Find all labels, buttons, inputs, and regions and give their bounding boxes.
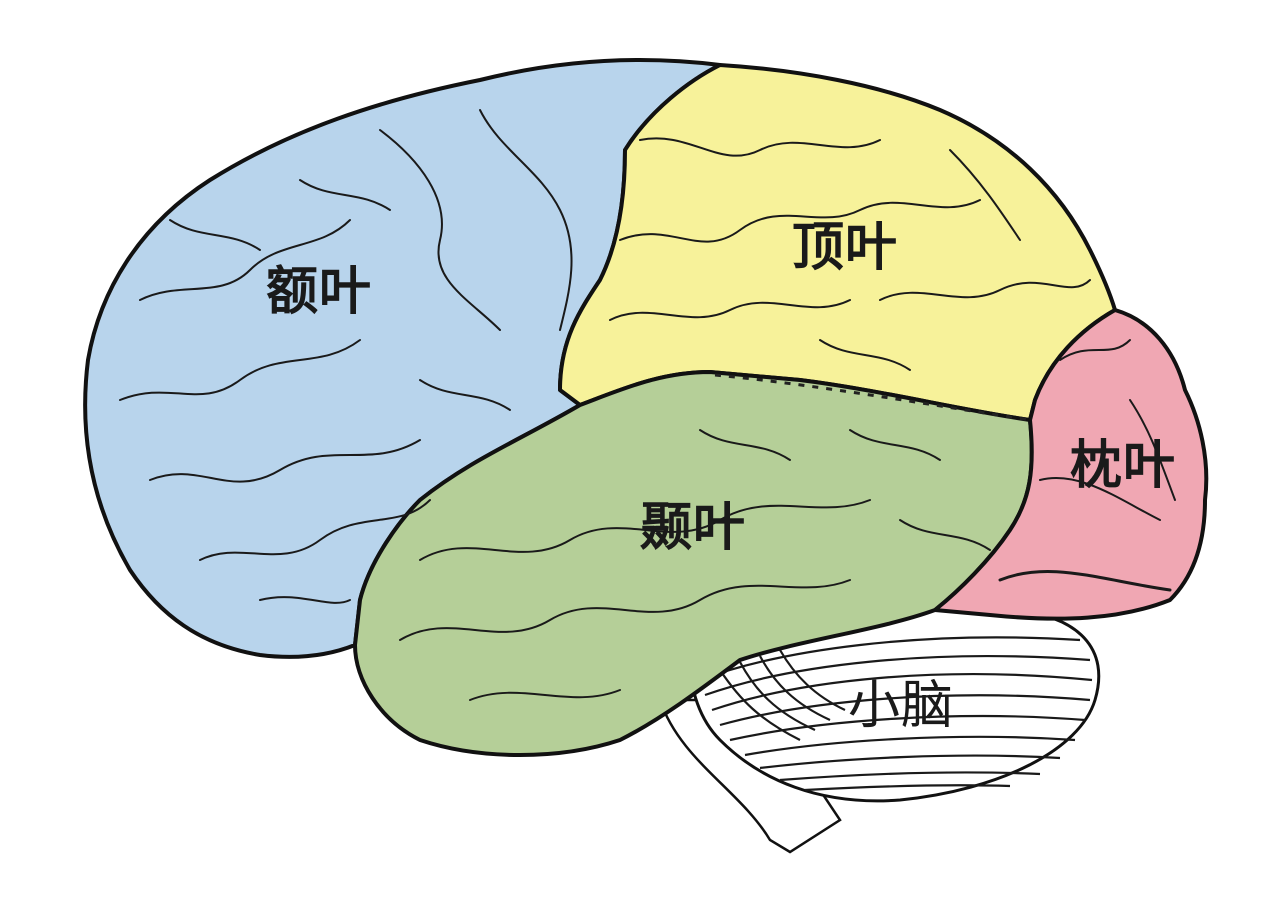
frontal-gyri (119, 109, 573, 604)
occipital-lobe (933, 308, 1209, 621)
occipital-lobe-label: 枕叶 (1070, 436, 1177, 496)
cerebellum-region (688, 606, 1101, 803)
temporal-gyri (399, 429, 991, 701)
occipital-gyri (998, 339, 1176, 592)
frontal-lobe-label: 额叶 (266, 262, 373, 322)
cerebellum-label: 小脑 (848, 676, 955, 736)
parietal-gyri (609, 137, 1091, 371)
parietal-lobe-label: 顶叶 (792, 218, 899, 278)
temporal-lobe (353, 370, 1034, 757)
temporal-lobe-label: 颞叶 (640, 498, 747, 558)
